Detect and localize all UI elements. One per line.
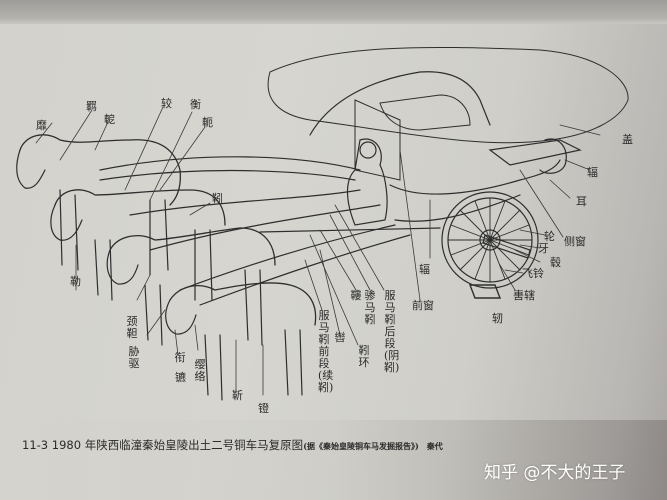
label-jin: 靳 (232, 389, 243, 402)
label-fan-front: 辐 (419, 263, 430, 276)
label-xian: 衔 (174, 351, 186, 364)
label-xie: 胁驱 (128, 345, 140, 370)
page-shadow (0, 420, 667, 500)
label-fu-yin-hou: 服马靷后段(阴靷) (384, 289, 400, 374)
figure-era: 秦代 (426, 441, 443, 451)
label-er: 耳 (576, 195, 587, 208)
figure-title: 1980 年陕西临潼秦始皇陵出土二号铜车马复原图 (51, 438, 304, 452)
label-gu: 毂 (550, 256, 561, 269)
label-yin: 靷 (212, 192, 223, 205)
label-ji: 羁 (86, 100, 97, 113)
label-xie: 辔 (334, 331, 346, 344)
label-fei-ling: 飞铃 (522, 267, 544, 280)
label-hui: 鞻 (350, 289, 362, 302)
label-le: 勒 (70, 275, 81, 288)
label-biao: 镳 (175, 371, 186, 384)
label-ce-chuang: 侧窗 (564, 235, 586, 248)
label-fu-yin-qian: 服马靷前段(续靷) (318, 309, 334, 394)
label-heng: 衡 (190, 98, 201, 111)
label-ying: 缨络 (194, 358, 206, 383)
label-jiao: 较 (161, 97, 172, 110)
figure-number: 11-3 (22, 438, 49, 452)
label-can-yin: 骖马靷 (364, 289, 376, 326)
figure-caption: 11-3 1980 年陕西临潼秦始皇陵出土二号铜车马复原图(据《秦始皇陵铜车马发… (22, 437, 443, 453)
label-ma: 靡 (36, 119, 47, 132)
label-ren: 轫 (492, 312, 503, 325)
figure-source: (据《秦始皇陵铜车马发掘报告》) (303, 441, 419, 451)
label-lun: 轮 (544, 230, 555, 243)
label-fan: 辐 (587, 166, 598, 179)
zhihu-watermark: 知乎 @不大的王子 (484, 463, 626, 483)
label-e: 軛 (202, 116, 213, 129)
label-jia: 颈靼 (126, 315, 138, 340)
label-ya: 牙 (538, 242, 549, 255)
label-he: 軶 (104, 113, 115, 126)
label-gai: 盖 (622, 133, 633, 146)
label-zui: 镫 (258, 402, 269, 415)
label-qian-chuang: 前窗 (412, 299, 434, 312)
label-yin-huan: 靷环 (358, 344, 370, 369)
label-wei-xia: 軎辖 (513, 289, 535, 302)
